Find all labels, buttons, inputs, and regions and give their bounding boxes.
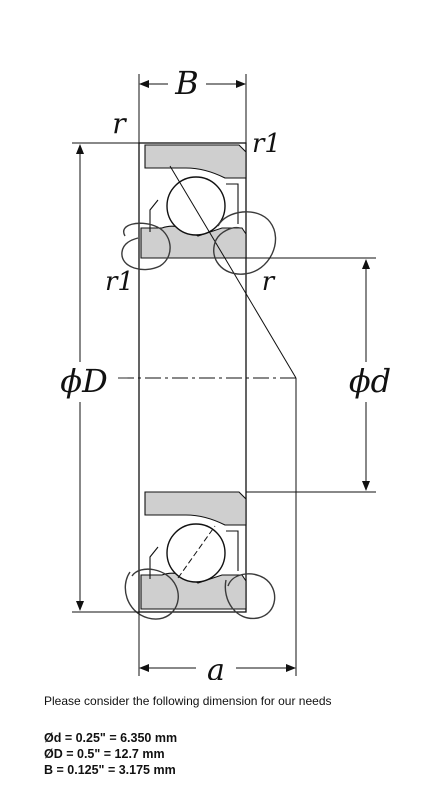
label-phi-d: ϕd xyxy=(349,362,391,400)
marker-circle xyxy=(121,222,171,271)
dimension-lines xyxy=(72,74,376,676)
dimension-B: B = 0.125" = 3.175 mm xyxy=(44,763,176,777)
hand-drawn-markers xyxy=(121,211,277,620)
dimension-d: Ød = 0.25" = 6.350 mm xyxy=(44,731,178,745)
marker-circle xyxy=(124,568,179,620)
bearing-outline xyxy=(138,142,247,613)
marker-circle xyxy=(224,573,276,620)
bearing-drawing: B r r1 r1 r ϕD ϕd a xyxy=(60,64,391,680)
label-r-inner: r xyxy=(262,267,276,297)
label-phi-D: ϕD xyxy=(60,362,107,400)
contact-angle-line-lower xyxy=(177,525,216,579)
label-B: B xyxy=(174,64,199,102)
outer-ring-lower xyxy=(144,491,247,526)
dimension-D: ØD = 0.5" = 12.7 mm xyxy=(44,747,165,761)
ball-upper xyxy=(166,176,226,236)
label-r1-top: r1 xyxy=(252,129,281,159)
marker-circle xyxy=(213,211,277,275)
upper-section xyxy=(140,144,247,259)
lower-section xyxy=(140,491,247,610)
label-a: a xyxy=(207,653,225,680)
label-r1-inner: r1 xyxy=(105,267,134,297)
label-r: r xyxy=(112,107,127,140)
contact-angle-line-upper xyxy=(169,165,297,379)
note-intro: Please consider the following dimension … xyxy=(44,694,332,708)
cage-lower xyxy=(149,530,239,579)
outer-ring-upper xyxy=(144,144,247,179)
